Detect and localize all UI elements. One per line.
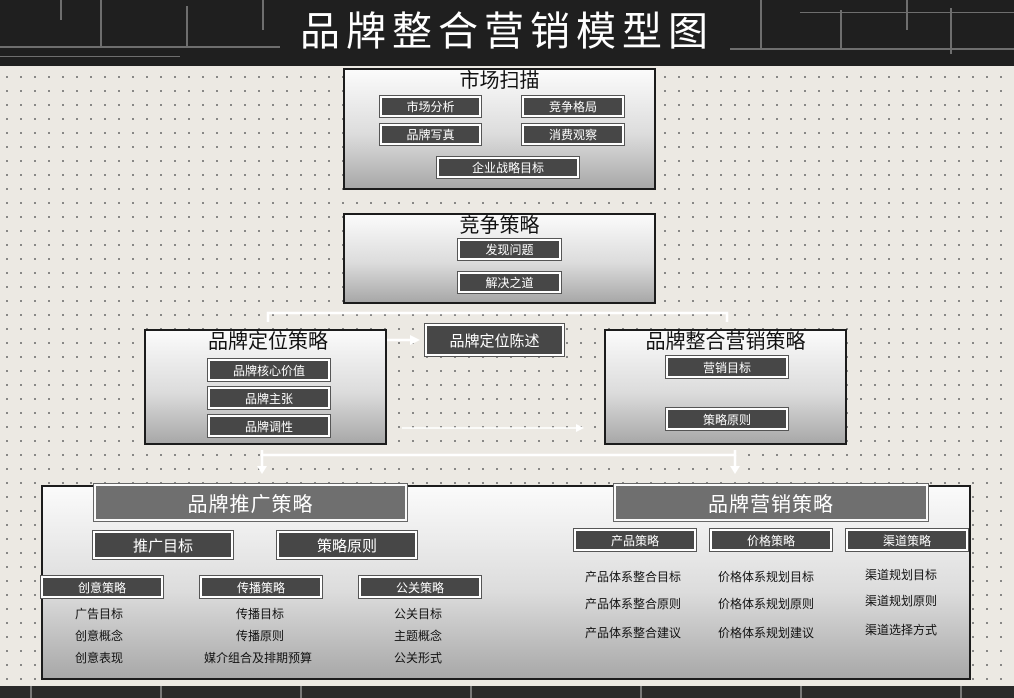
promotion-goal-box: 推广目标 — [93, 531, 233, 559]
header-bar — [0, 0, 1014, 66]
competition-landscape-box: 竞争格局 — [522, 96, 624, 117]
pr-strategy-box: 公关策略 — [359, 576, 481, 598]
price-item: 价格体系规划目标 — [718, 570, 815, 584]
page-title: 品牌整合营销模型图 — [300, 9, 714, 55]
arrowhead-left — [257, 466, 267, 474]
promotion-principle-box: 策略原则 — [277, 531, 417, 559]
core-value-box: 品牌核心价值 — [208, 359, 330, 381]
consumer-insight-box: 消费观察 — [522, 124, 624, 145]
solution-box: 解决之道 — [458, 272, 561, 293]
pr-item: 公关目标 — [394, 607, 443, 621]
creative-item: 广告目标 — [75, 607, 124, 621]
spread-item: 媒介组合及排期预算 — [204, 651, 313, 665]
channel-strategy-box: 渠道策略 — [846, 529, 968, 551]
marketing-strategy-banner: 品牌营销策略 — [614, 484, 928, 521]
creative-item: 创意概念 — [75, 629, 124, 643]
positioning-title: 品牌定位策略 — [208, 329, 328, 353]
price-item: 价格体系规划建议 — [718, 626, 815, 640]
arrowhead-right — [730, 466, 740, 474]
creative-strategy-box: 创意策略 — [41, 576, 163, 598]
channel-item: 渠道规划目标 — [865, 568, 938, 582]
connector-split — [266, 311, 729, 322]
footer-bar — [0, 686, 1014, 698]
connector-merge — [260, 450, 737, 457]
promotion-strategy-banner: 品牌推广策略 — [94, 484, 407, 521]
pr-item: 主题概念 — [394, 629, 443, 643]
market-scan-title: 市场扫描 — [459, 68, 540, 92]
find-problem-box: 发现问题 — [458, 239, 561, 260]
corporate-goal-box: 企业战略目标 — [437, 157, 579, 178]
price-item: 价格体系规划原则 — [718, 597, 815, 611]
imc-panel — [604, 329, 847, 445]
spread-strategy-box: 传播策略 — [200, 576, 322, 598]
price-strategy-box: 价格策略 — [710, 529, 832, 551]
brand-proposition-box: 品牌主张 — [208, 387, 330, 409]
spread-item: 传播目标 — [236, 607, 285, 621]
marketing-goal-box: 营销目标 — [666, 356, 788, 378]
positioning-statement-box: 品牌定位陈述 — [425, 324, 564, 356]
product-item: 产品体系整合原则 — [585, 597, 682, 611]
competition-title: 竞争策略 — [459, 213, 540, 237]
brand-tone-box: 品牌调性 — [208, 415, 330, 437]
channel-item: 渠道选择方式 — [865, 623, 938, 637]
market-analysis-box: 市场分析 — [380, 96, 481, 117]
channel-item: 渠道规划原则 — [865, 594, 938, 608]
arrowhead-dashed — [576, 424, 584, 432]
pr-item: 公关形式 — [394, 651, 443, 665]
imc-title: 品牌整合营销策略 — [645, 329, 806, 353]
product-item: 产品体系整合目标 — [585, 570, 682, 584]
spread-item: 传播原则 — [236, 629, 285, 643]
brand-portrait-box: 品牌写真 — [380, 124, 481, 145]
creative-item: 创意表现 — [75, 651, 124, 665]
product-strategy-box: 产品策略 — [574, 529, 696, 551]
arrowhead-statement — [410, 335, 420, 345]
strategy-principle-box: 策略原则 — [666, 408, 788, 430]
product-item: 产品体系整合建议 — [585, 626, 682, 640]
